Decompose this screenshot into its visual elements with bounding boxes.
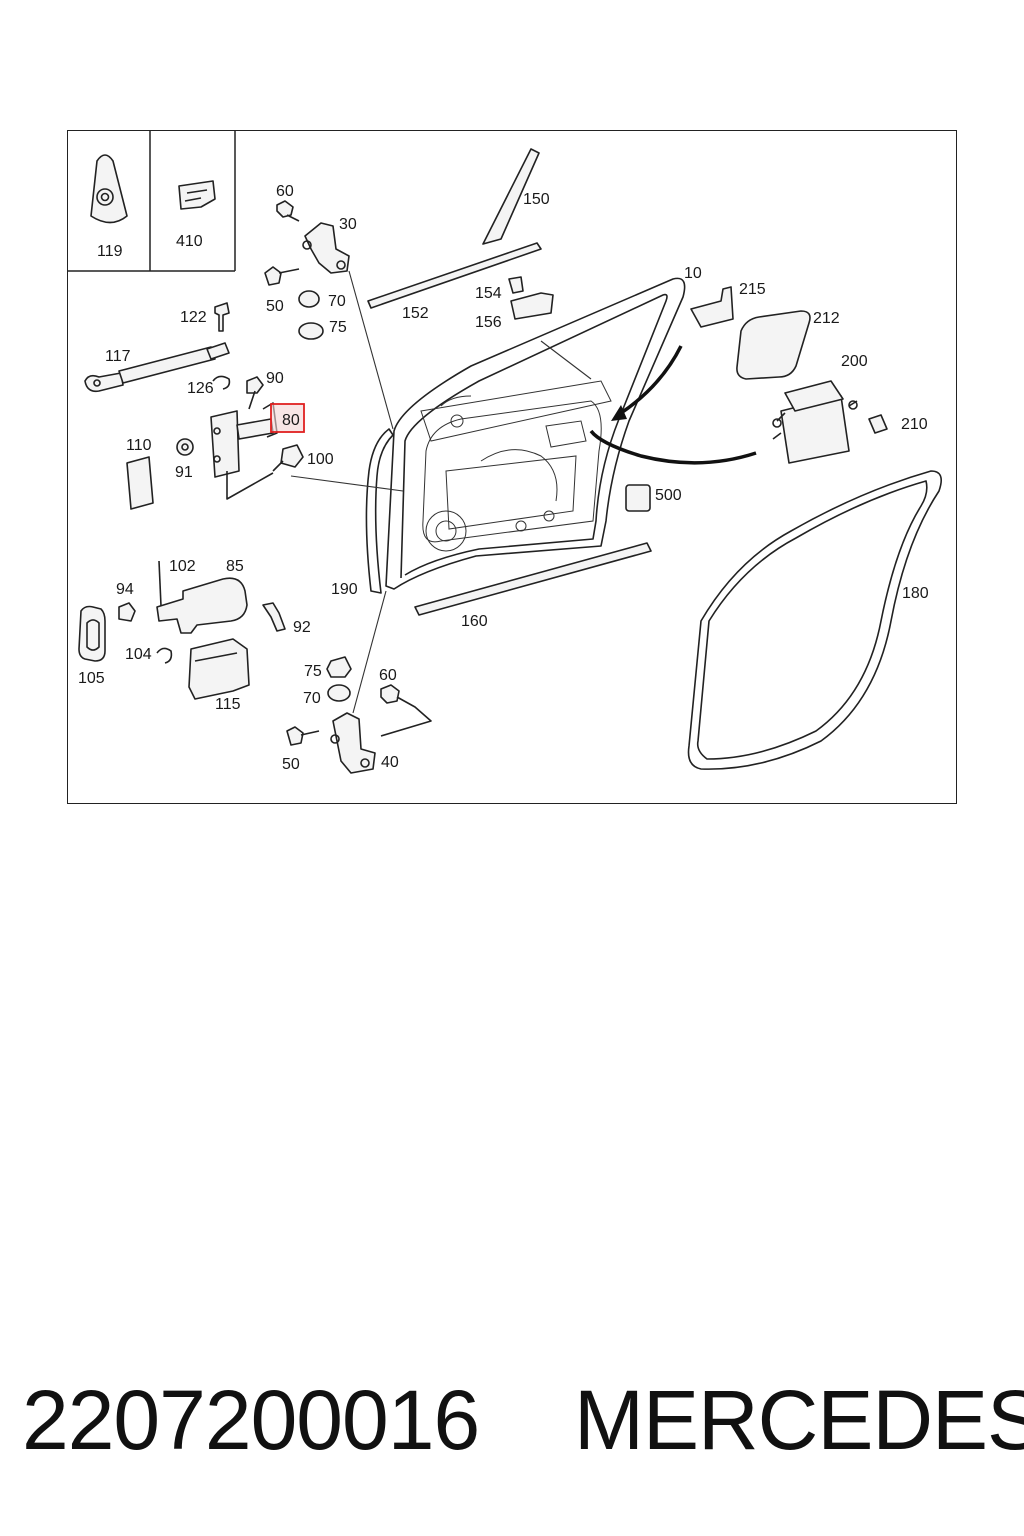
callout-117: 117 bbox=[105, 348, 131, 365]
callout-500: 500 bbox=[655, 487, 682, 504]
parts-diagram-frame: 119 410 bbox=[67, 130, 957, 804]
callout-110: 110 bbox=[126, 437, 152, 454]
callout-labels: 60 30 150 50 70 75 152 154 156 10 215 21… bbox=[78, 183, 929, 773]
part-180-seal bbox=[687, 470, 942, 770]
part-94-bolt bbox=[118, 602, 136, 622]
part-75-bushing-upper bbox=[298, 322, 324, 340]
footer: 2207200016 MERCEDES bbox=[0, 1370, 1024, 1470]
callout-122: 122 bbox=[180, 309, 207, 326]
callout-75-lower: 75 bbox=[304, 663, 322, 680]
inset-boxes: 119 410 bbox=[68, 131, 236, 272]
part-60-bolt-upper bbox=[276, 200, 294, 218]
part-154-pin bbox=[508, 276, 524, 294]
callout-152: 152 bbox=[402, 305, 429, 322]
part-10-pad bbox=[690, 286, 734, 328]
inset-label-410: 410 bbox=[176, 233, 203, 250]
callout-180: 180 bbox=[902, 585, 929, 602]
part-100-bolt bbox=[280, 444, 304, 468]
part-60-bolt-lower bbox=[380, 684, 400, 704]
callout-160: 160 bbox=[461, 613, 488, 630]
part-150-trim bbox=[482, 148, 540, 245]
part-104-clip bbox=[156, 647, 173, 664]
highlight-box bbox=[270, 403, 305, 433]
callout-190: 190 bbox=[331, 581, 358, 598]
part-80-door-check bbox=[210, 402, 278, 500]
highlighted-callout-80[interactable]: 80 bbox=[270, 403, 305, 433]
part-117-strut bbox=[84, 342, 230, 393]
part-75-bushing-lower bbox=[326, 656, 352, 678]
brand-name: MERCEDES bbox=[574, 1373, 1024, 1467]
callout-200: 200 bbox=[841, 353, 868, 370]
part-122-pin bbox=[214, 302, 230, 332]
part-200-lock bbox=[772, 380, 858, 464]
callout-60-upper: 60 bbox=[276, 183, 294, 200]
part-40-hinge-lower bbox=[330, 590, 387, 774]
part-190-seal bbox=[365, 428, 394, 594]
callout-210: 210 bbox=[901, 416, 928, 433]
callout-40: 40 bbox=[381, 754, 399, 771]
callout-50-lower: 50 bbox=[282, 756, 300, 773]
part-50-screw-upper bbox=[264, 266, 282, 286]
part-152-strip bbox=[367, 242, 542, 309]
callout-85: 85 bbox=[226, 558, 244, 575]
callout-70-lower: 70 bbox=[303, 690, 321, 707]
callout-102: 102 bbox=[169, 558, 196, 575]
part-30-hinge-upper bbox=[302, 222, 394, 430]
part-126-clip bbox=[212, 375, 231, 390]
callout-100: 100 bbox=[307, 451, 334, 468]
callout-115: 115 bbox=[215, 696, 241, 713]
part-210-bolt bbox=[868, 414, 888, 434]
callout-50-upper: 50 bbox=[266, 298, 284, 315]
part-91-nut bbox=[176, 438, 194, 456]
callout-70-upper: 70 bbox=[328, 293, 346, 310]
door-shell bbox=[385, 277, 686, 590]
part-105-grommet bbox=[78, 605, 106, 662]
part-410-clip-icon bbox=[178, 180, 216, 210]
callout-154: 154 bbox=[475, 285, 502, 302]
callout-90: 90 bbox=[266, 370, 284, 387]
callout-156: 156 bbox=[475, 314, 502, 331]
callout-215: 215 bbox=[739, 281, 766, 298]
callout-212: 212 bbox=[813, 310, 840, 327]
callout-126: 126 bbox=[187, 380, 214, 397]
part-50-screw-lower bbox=[286, 726, 304, 746]
part-102-pin bbox=[158, 560, 162, 607]
part-number: 2207200016 bbox=[22, 1373, 480, 1467]
part-85-damper bbox=[156, 577, 248, 634]
callout-10: 10 bbox=[684, 265, 702, 282]
part-115-cover bbox=[188, 638, 250, 700]
callout-150: 150 bbox=[523, 191, 550, 208]
callout-80: 80 bbox=[282, 412, 300, 429]
callout-60-lower: 60 bbox=[379, 667, 397, 684]
part-212-cover bbox=[736, 310, 811, 380]
callout-75-upper: 75 bbox=[329, 319, 347, 336]
arrow-lower bbox=[589, 429, 757, 465]
inset-label-119: 119 bbox=[97, 243, 123, 260]
part-90-bolt bbox=[246, 376, 264, 394]
callout-104: 104 bbox=[125, 646, 152, 663]
callout-94: 94 bbox=[116, 581, 134, 598]
part-70-bushing-lower bbox=[327, 684, 351, 702]
exploded-parts-diagram: 119 410 bbox=[68, 131, 942, 774]
part-92-bolt bbox=[262, 602, 286, 632]
part-110-buffer bbox=[126, 456, 154, 510]
arrow-upper bbox=[620, 345, 683, 415]
part-119-grommet-icon bbox=[90, 154, 128, 224]
callout-105: 105 bbox=[78, 670, 105, 687]
callout-30: 30 bbox=[339, 216, 357, 233]
callout-92: 92 bbox=[293, 619, 311, 636]
part-160-strip bbox=[414, 542, 652, 616]
callout-91: 91 bbox=[175, 464, 193, 481]
part-70-bushing-upper bbox=[298, 290, 320, 308]
part-156-bracket bbox=[510, 292, 554, 320]
part-500-plug bbox=[625, 484, 651, 512]
